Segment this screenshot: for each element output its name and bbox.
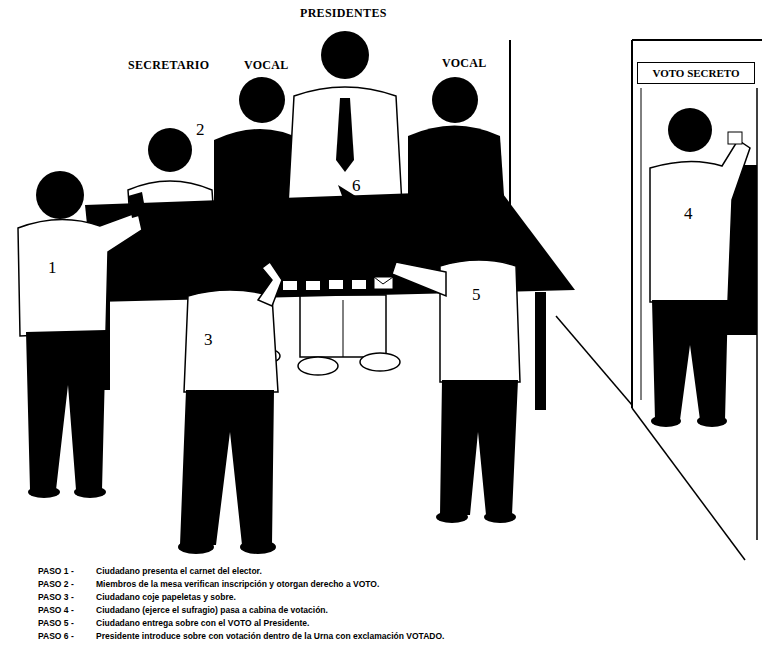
step-text: Ciudadano entrega sobre con el VOTO al P… <box>96 618 309 628</box>
person-head <box>148 128 192 172</box>
table-leg <box>535 292 546 410</box>
ballot-paper <box>352 280 366 289</box>
shoe <box>651 415 681 427</box>
ballot-paper <box>306 281 320 290</box>
trousers <box>440 380 518 515</box>
callout-number: 3 <box>204 330 213 350</box>
white-shirt <box>440 260 520 382</box>
role-heading: PRESIDENTES <box>300 6 387 21</box>
shoe <box>74 486 106 498</box>
booth-floor <box>632 408 745 560</box>
step-number: PASO 2 - <box>38 579 74 589</box>
step-text: Presidente introduce sobre con votación … <box>96 631 444 641</box>
trousers <box>300 295 386 357</box>
person-head <box>668 108 712 152</box>
person-head <box>210 250 254 294</box>
step-number: PASO 1 - <box>38 566 74 576</box>
shoe <box>436 511 468 523</box>
ballot-paper <box>728 132 742 144</box>
callout-number: 1 <box>48 258 57 278</box>
white-coat <box>288 87 402 205</box>
step-number: PASO 4 - <box>38 605 74 615</box>
booth-frame <box>631 40 633 408</box>
reaching-arm <box>392 262 446 296</box>
white-shirt <box>184 290 278 392</box>
callout-number: 4 <box>684 204 693 224</box>
shoe <box>360 353 400 371</box>
tie <box>336 98 354 172</box>
envelope <box>374 277 393 284</box>
floor-line <box>556 316 632 405</box>
sign-text: VOTO SECRETO <box>652 67 739 79</box>
step-number: PASO 3 - <box>38 592 74 602</box>
callout-number: 2 <box>196 120 205 140</box>
shoe <box>240 540 276 554</box>
shoe <box>28 486 60 498</box>
person-head <box>239 77 285 123</box>
role-heading: SECRETARIO <box>128 58 209 73</box>
step-text: Ciudadano (ejerce el sufragio) pasa a ca… <box>96 605 328 615</box>
hand-card <box>128 192 146 218</box>
role-heading: VOCAL <box>442 56 487 71</box>
person-head <box>432 77 478 123</box>
role-heading: VOCAL <box>244 58 289 73</box>
ballot-paper <box>283 281 297 290</box>
trousers <box>652 300 728 420</box>
trousers <box>180 390 274 545</box>
booth-frame <box>632 39 762 41</box>
step-text: Ciudadano coje papeletas y sobre. <box>96 592 236 602</box>
booth-frame <box>641 88 642 400</box>
step-number: PASO 6 - <box>38 631 74 641</box>
step-text: Miembros de la mesa verifican inscripció… <box>96 579 379 589</box>
shoe <box>697 415 727 427</box>
person-head <box>321 31 369 79</box>
trousers <box>26 330 106 490</box>
envelope <box>374 277 393 289</box>
shoe <box>298 357 338 375</box>
callout-number: 6 <box>352 176 361 196</box>
callout-number: 5 <box>472 285 481 305</box>
shoe <box>484 511 516 523</box>
white-shirt <box>18 212 142 336</box>
step-text: Ciudadano presenta el carnet del elector… <box>96 566 262 576</box>
raised-arm <box>258 262 282 306</box>
booth-sign: VOTO SECRETO <box>637 62 755 84</box>
trousers <box>343 300 344 357</box>
shoe <box>178 540 214 554</box>
white-shirt <box>650 140 750 302</box>
person-head <box>36 171 84 219</box>
ballot-paper <box>329 280 343 289</box>
step-number: PASO 5 - <box>38 618 74 628</box>
